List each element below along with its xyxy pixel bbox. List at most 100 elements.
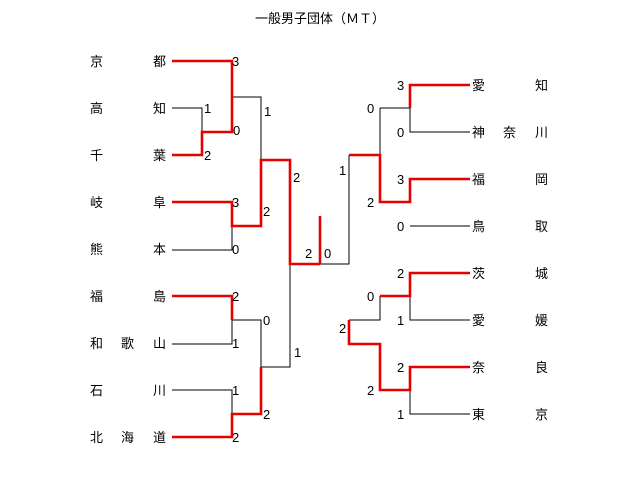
left-team-list: 京 都 高 知 千 葉 岐 阜 熊 本 福 島 和 歌 山 石 川 [90, 55, 166, 446]
left-team-fukushima: 福 島 [90, 290, 166, 305]
team-name-char: 岐 [90, 196, 103, 211]
score-label: 2 [367, 195, 374, 210]
score-label: 2 [305, 246, 312, 261]
bracket-line [320, 155, 350, 265]
team-name-char: 京 [535, 408, 548, 423]
team-name-char: 熊 [90, 242, 103, 258]
score-label: 3 [397, 172, 404, 187]
score-label: 1 [232, 383, 239, 398]
score-label: 2 [232, 289, 239, 304]
right-scores: 3 0 0 3 0 2 1 2 1 0 2 1 2 2 [339, 78, 404, 422]
team-name-char: 都 [153, 55, 166, 70]
team-name-char: 良 [535, 360, 548, 376]
team-name-char: 北 [90, 431, 103, 446]
score-label: 3 [232, 195, 239, 210]
bracket-line [261, 264, 291, 368]
right-team-fukuoka: 福 岡 [472, 173, 548, 188]
team-name-char: 川 [535, 126, 548, 141]
left-team-kochi: 高 知 [90, 101, 166, 117]
team-name-char: 海 [121, 431, 134, 446]
left-team-gifu: 岐 阜 [90, 195, 166, 211]
score-label: 1 [232, 336, 239, 351]
winner-line [380, 271, 470, 298]
right-team-list: 愛 知 神 奈 川 福 岡 鳥 取 茨 城 愛 媛 奈 良 東 京 [472, 78, 548, 423]
score-label: 2 [293, 170, 300, 185]
score-label: 3 [397, 78, 404, 93]
score-label: 1 [397, 407, 404, 422]
bracket-line [172, 320, 233, 345]
score-label: 2 [204, 148, 211, 163]
bracket-line [380, 107, 470, 133]
team-name-char: 奈 [503, 126, 516, 141]
left-team-kumamoto: 熊 本 [90, 242, 166, 258]
score-label: 2 [367, 383, 374, 398]
team-name-char: 高 [90, 101, 103, 117]
left-team-ishikawa: 石 川 [90, 384, 166, 399]
team-name-char: 茨 [472, 267, 485, 282]
score-label: 0 [232, 242, 239, 257]
team-name-char: 石 [90, 384, 103, 399]
winner-line [347, 320, 470, 392]
score-label: 0 [324, 246, 331, 261]
bracket-line [172, 389, 233, 414]
team-name-char: 鳥 [472, 220, 485, 235]
score-label: 1 [339, 163, 346, 178]
bracket-line [232, 96, 262, 160]
team-name-char: 山 [153, 337, 166, 352]
score-label: 2 [263, 407, 270, 422]
left-team-chiba: 千 葉 [90, 149, 166, 164]
winner-line [172, 59, 234, 97]
winner-line [172, 294, 234, 320]
right-team-kanagawa: 神 奈 川 [472, 126, 548, 141]
left-team-hokkaido: 北 海 道 [90, 431, 166, 446]
team-name-char: 知 [153, 101, 166, 117]
team-name-char: 道 [153, 431, 166, 446]
team-name-char: 岡 [535, 173, 548, 188]
score-label: 0 [233, 123, 240, 138]
team-name-char: 神 [472, 126, 485, 141]
bracket-line [232, 319, 262, 367]
score-label: 1 [264, 104, 271, 119]
left-team-kyoto: 京 都 [90, 55, 166, 70]
right-team-aichi: 愛 知 [472, 78, 548, 94]
score-label: 3 [232, 54, 239, 69]
score-label: 2 [339, 321, 346, 336]
winner-line [172, 97, 234, 157]
team-name-char: 愛 [472, 314, 485, 329]
winner-line [172, 367, 263, 439]
right-team-ehime: 愛 媛 [472, 314, 548, 329]
team-name-char: 千 [90, 149, 103, 164]
score-label: 1 [294, 345, 301, 360]
left-scores: 3 1 2 0 1 3 0 2 2 0 2 1 1 2 2 2 1 0 [204, 54, 331, 445]
score-label: 0 [397, 125, 404, 140]
bracket-line [349, 296, 381, 321]
team-name-char: 歌 [121, 337, 134, 352]
team-name-char: 本 [153, 243, 166, 258]
score-label: 2 [232, 430, 239, 445]
winner-path-lines [172, 59, 470, 439]
winner-line [172, 158, 320, 266]
bracket-title: 一般男子団体（ＭＴ） [255, 11, 385, 27]
bracket-line [172, 226, 233, 251]
bracket-line [172, 107, 203, 132]
score-label: 0 [367, 289, 374, 304]
team-name-char: 福 [90, 290, 103, 305]
team-name-char: 愛 [472, 79, 485, 94]
winner-line [408, 83, 470, 108]
team-name-char: 和 [90, 337, 103, 352]
team-name-char: 福 [472, 173, 485, 188]
right-team-ibaraki: 茨 城 [472, 267, 548, 282]
score-label: 0 [263, 313, 270, 328]
team-name-char: 川 [153, 384, 166, 399]
team-name-char: 阜 [153, 195, 166, 211]
left-team-wakayama: 和 歌 山 [90, 337, 166, 352]
right-team-tokyo: 東 京 [472, 407, 548, 423]
bracket-line [409, 296, 470, 321]
score-label: 0 [367, 101, 374, 116]
bracket-line [349, 108, 381, 156]
winner-line [349, 153, 470, 204]
team-name-char: 東 [472, 407, 485, 423]
right-team-tottori: 鳥 取 [472, 220, 548, 235]
